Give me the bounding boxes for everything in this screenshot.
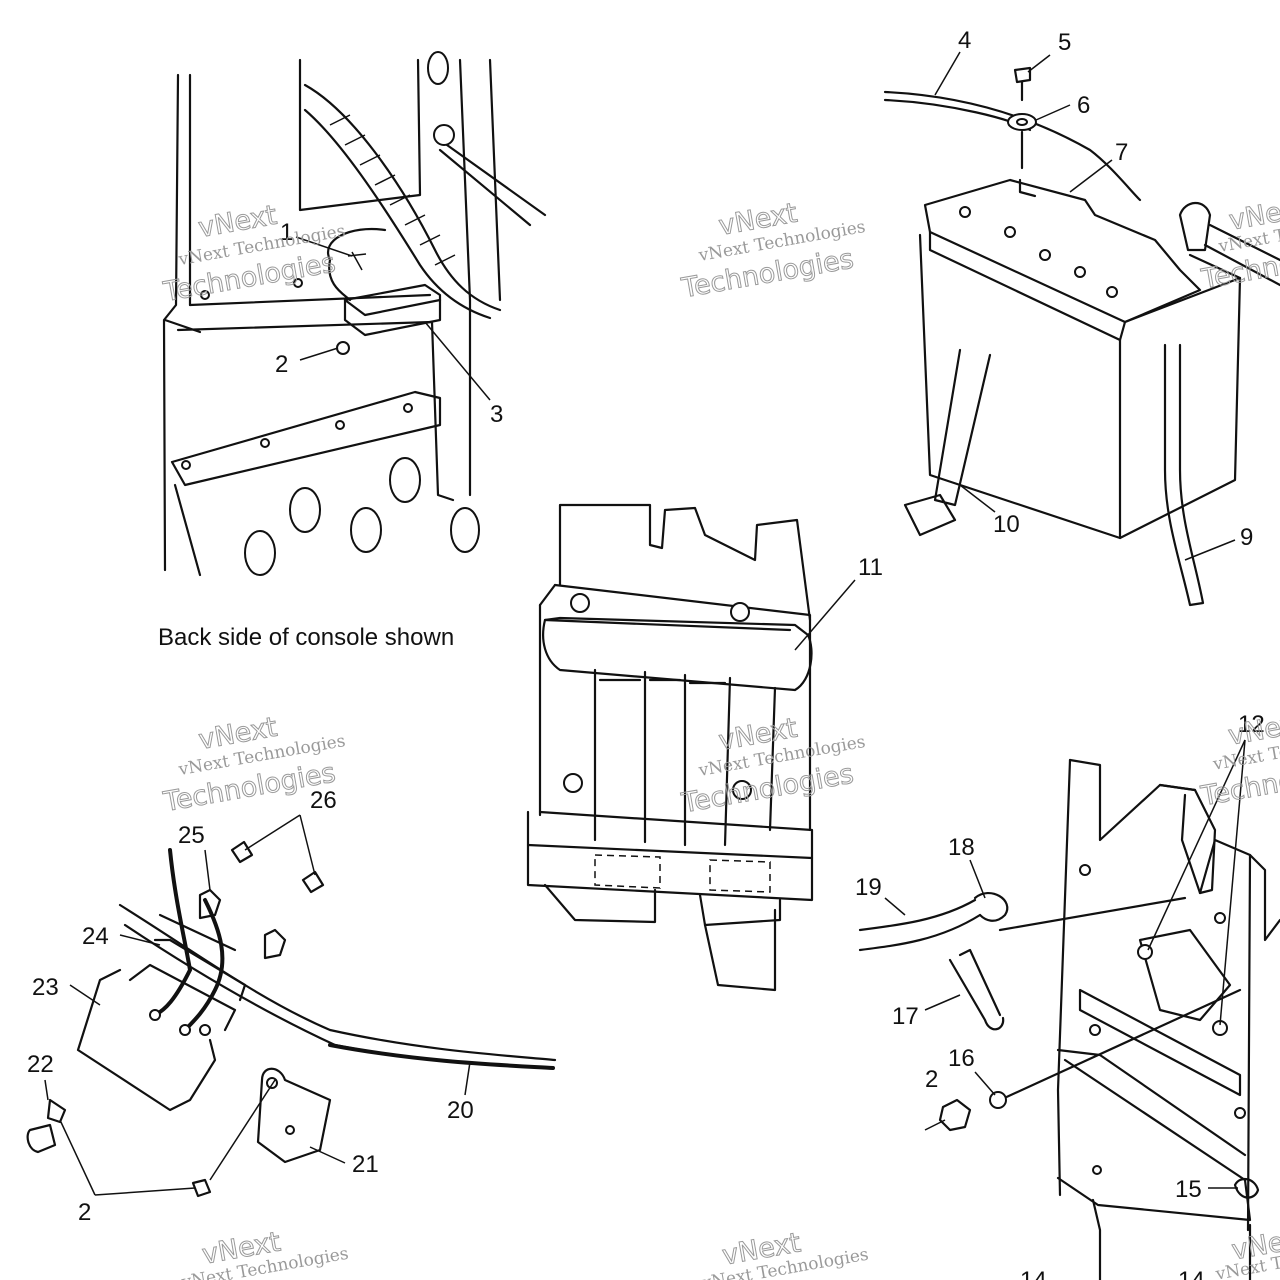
- callout-9: 9: [1240, 524, 1253, 551]
- callout-15: 15: [1175, 1176, 1202, 1203]
- watermark-bottom-left: vNext vNext Technologies: [179, 1226, 350, 1280]
- callout-23: 23: [32, 974, 59, 1001]
- callout-2: 2: [275, 351, 288, 378]
- callout-24: 24: [82, 923, 109, 950]
- battery-assembly: [883, 66, 1280, 607]
- watermark-bottom-center: vNext vNext Technologies: [699, 1227, 870, 1280]
- callout-2-lower: 2: [78, 1199, 91, 1226]
- callout-1: 1: [280, 219, 293, 246]
- watermark-mid-right: vNext vNext Technologies Technologies: [1198, 707, 1280, 813]
- mounting-plate-assembly: [858, 758, 1280, 1280]
- callout-17: 17: [892, 1003, 919, 1030]
- callout-2-right: 2: [925, 1066, 938, 1093]
- callout-7: 7: [1115, 139, 1128, 166]
- callout-14-left: 14: [1020, 1267, 1047, 1280]
- callout-26: 26: [310, 787, 337, 814]
- watermark-top-center: vNext vNext Technologies Technologies: [678, 197, 867, 305]
- console-back-assembly: [162, 51, 547, 577]
- callout-16: 16: [948, 1045, 975, 1072]
- callout-5: 5: [1058, 29, 1071, 56]
- ground-bracket-assembly: [26, 840, 557, 1198]
- callout-12: 12: [1238, 711, 1265, 738]
- watermark-mid-left: vNext vNext Technologies Technologies: [160, 711, 347, 818]
- callout-20: 20: [447, 1097, 474, 1124]
- callout-4: 4: [958, 27, 971, 54]
- caption-text: Back side of console shown: [158, 624, 454, 651]
- callout-18: 18: [948, 834, 975, 861]
- callout-25: 25: [178, 822, 205, 849]
- callout-14-right: 14: [1178, 1267, 1205, 1280]
- watermark-top-right: vNext vNext Technologies Technologies: [1198, 192, 1280, 296]
- callout-10: 10: [993, 511, 1020, 538]
- callout-6: 6: [1077, 92, 1090, 119]
- callout-22: 22: [27, 1051, 54, 1078]
- watermark-bottom-right: vNext vNext Technologies: [1213, 1222, 1280, 1280]
- callout-21: 21: [352, 1151, 379, 1178]
- battery-box-assembly: [526, 503, 814, 992]
- watermark-mid-center: vNext vNext Technologies Technologies: [678, 712, 867, 820]
- callout-3: 3: [490, 401, 503, 428]
- callout-19: 19: [855, 874, 882, 901]
- callout-11: 11: [858, 554, 883, 581]
